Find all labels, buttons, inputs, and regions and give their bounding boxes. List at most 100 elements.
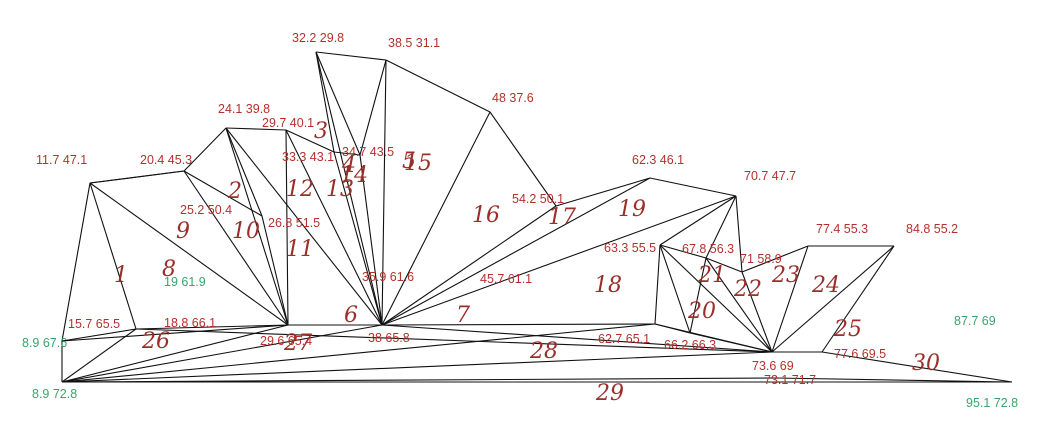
edge-O-P xyxy=(489,111,557,207)
vertex-label-p18: 45.7 61.1 xyxy=(480,272,532,286)
region-number-9: 9 xyxy=(176,219,190,244)
edge-W-Z xyxy=(741,245,809,273)
triangle-edges xyxy=(61,51,1013,383)
edge-I-H xyxy=(285,129,289,326)
edge-L-M xyxy=(359,154,383,326)
region-number-28: 28 xyxy=(529,339,558,364)
region-number-16: 16 xyxy=(472,203,500,228)
edge-A-M xyxy=(61,324,383,383)
edge-R-T xyxy=(654,323,691,334)
edge-U-X xyxy=(705,257,773,353)
edge-E-F xyxy=(183,127,227,172)
edge-N-O xyxy=(385,59,491,113)
region-number-8: 8 xyxy=(162,257,176,282)
edge-S-X xyxy=(659,244,773,353)
edge-K-L xyxy=(333,151,361,156)
region-number-10: 10 xyxy=(232,219,260,244)
vertex-label-p0: 8.9 67.6 xyxy=(22,336,67,350)
vertex-label-p10: 29.6 65.4 xyxy=(260,334,312,348)
region-number-7: 7 xyxy=(456,303,470,328)
region-number-26: 26 xyxy=(141,329,170,354)
edge-E-G xyxy=(183,170,263,217)
edge-A-Y xyxy=(61,377,777,383)
edge-J-N xyxy=(315,51,387,61)
edge-C-H xyxy=(89,182,289,326)
edge-AB-AA xyxy=(821,245,895,353)
edge-N-M xyxy=(381,59,387,326)
edge-B-H xyxy=(61,324,289,342)
edge-T-X xyxy=(689,332,773,353)
vertex-label-p8: 25.2 50.4 xyxy=(180,203,232,217)
edge-F-I xyxy=(225,127,287,131)
edge-I-M xyxy=(285,129,383,326)
vertex-label-p34: 95.1 72.8 xyxy=(966,396,1018,410)
vertex-label-p27: 71 58.9 xyxy=(740,252,782,266)
vertex-label-p1: 8.9 72.8 xyxy=(32,387,77,401)
edge-K-M xyxy=(333,151,383,326)
vertex-label-p32: 84.8 55.2 xyxy=(906,222,958,236)
edge-Q-V1 xyxy=(649,177,737,197)
region-number-14: 14 xyxy=(340,163,368,188)
edge-A-D xyxy=(61,328,137,383)
vertex-label-p5: 19 61.9 xyxy=(164,275,206,289)
region-number-2: 2 xyxy=(227,179,242,204)
region-number-25: 25 xyxy=(833,317,862,342)
vertex-label-p11: 29.7 40.1 xyxy=(262,116,314,130)
vertex-label-p28: 73.1 71.7 xyxy=(764,373,816,387)
edge-I-K xyxy=(285,129,335,153)
region-number-24: 24 xyxy=(811,273,840,298)
edge-S-T xyxy=(659,244,691,334)
edge-D-X xyxy=(135,328,773,353)
region-number-15: 15 xyxy=(404,151,432,176)
vertex-label-p17: 38.5 31.1 xyxy=(388,36,440,50)
vertex-label-p7: 24.1 39.8 xyxy=(218,102,270,116)
edge-U-W xyxy=(705,257,743,273)
vertex-label-p29: 73.6 69 xyxy=(752,359,794,373)
edge-P-Q xyxy=(555,177,651,207)
edge-F-M xyxy=(225,127,383,326)
region-number-22: 22 xyxy=(733,277,762,302)
vertex-label-p21: 62.3 46.1 xyxy=(632,153,684,167)
edge-AA-AC xyxy=(821,351,1013,383)
edge-A-X xyxy=(61,351,773,383)
vertex-label-p19: 48 37.6 xyxy=(492,91,534,105)
vertex-label-p25: 67.8 56.3 xyxy=(682,242,734,256)
region-number-20: 20 xyxy=(687,299,716,324)
edge-G-H xyxy=(261,215,289,326)
vertex-label-p30: 77.4 55.3 xyxy=(816,222,868,236)
region-number-11: 11 xyxy=(286,237,314,262)
region-number-18: 18 xyxy=(594,273,622,298)
vertex-label-p6: 20.4 45.3 xyxy=(140,153,192,167)
edge-AB-X xyxy=(771,245,895,353)
edge-B-D xyxy=(61,328,137,342)
edge-A-R xyxy=(61,323,656,383)
region-number-19: 19 xyxy=(618,197,646,222)
edge-S-R xyxy=(654,244,661,325)
edge-S-U xyxy=(659,244,707,259)
edge-Z-X xyxy=(771,245,809,353)
region-number-12: 12 xyxy=(286,177,314,202)
region-number-6: 6 xyxy=(344,303,358,328)
edge-U-T xyxy=(689,257,707,334)
edge-E-H xyxy=(183,170,289,326)
edge-M-X xyxy=(381,324,773,353)
region-number-5: 5 xyxy=(402,149,416,174)
region-number-27: 27 xyxy=(283,331,312,356)
edge-V1-U xyxy=(705,195,737,259)
edge-S-V1 xyxy=(659,195,737,246)
vertex-label-p24: 66.2 66.3 xyxy=(664,338,716,352)
region-number-4: 4 xyxy=(341,153,356,178)
vertex-label-p31: 77.6 69.5 xyxy=(834,347,886,361)
vertex-label-p4: 18.8 66.1 xyxy=(164,316,216,330)
region-number-13: 13 xyxy=(326,177,354,202)
edge-V1-W xyxy=(735,195,743,273)
region-number-1: 1 xyxy=(114,263,128,288)
vertex-label-p15: 35.9 61.6 xyxy=(362,270,414,284)
vertex-label-p23: 63.3 55.5 xyxy=(604,241,656,255)
edge-M-Q xyxy=(381,177,651,326)
edge-C-D xyxy=(89,182,137,330)
edge-O-M xyxy=(381,111,491,326)
edge-Y-AC xyxy=(775,377,1013,383)
